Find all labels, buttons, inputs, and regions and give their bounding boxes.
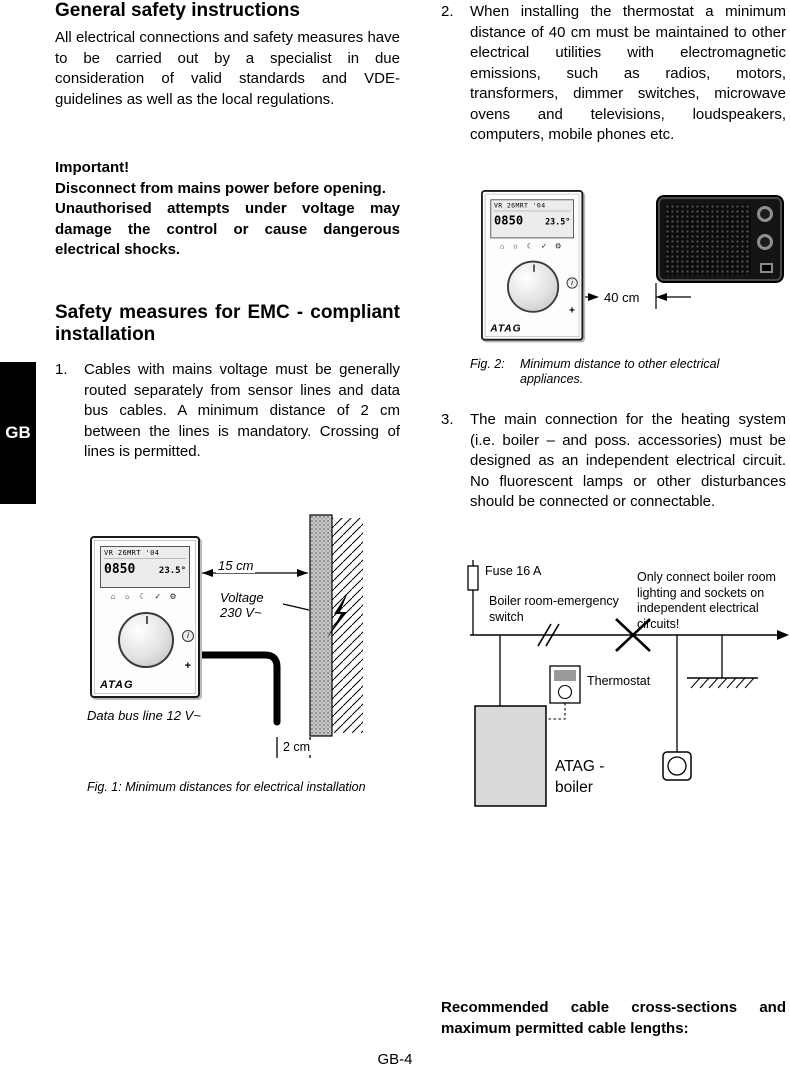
fig1-gap-label: 2 cm [281, 740, 313, 755]
plus-button-icon: + [568, 305, 575, 317]
fig1-databus-label: Data bus line 12 V~ [85, 708, 203, 723]
figure3-drawing [467, 560, 789, 807]
closing-bold-text: Recommended cable cross-sections and max… [441, 999, 786, 1037]
figure3: Fuse 16 A Boiler room-emergency switch O… [441, 556, 790, 816]
atag-logo: ATAG [490, 322, 522, 335]
item2-text: When installing the thermostat a minimum… [470, 3, 786, 143]
atag-logo: ATAG [100, 679, 134, 691]
page-number: GB-4 [377, 1051, 413, 1068]
figure2: VR 26MRT '04 0850 23.5° ⌂ ☼ ☾ ✓ ⚙ i + AT… [441, 185, 786, 403]
thermostat-dial [507, 260, 560, 313]
lcd-temperature: 23.5° [545, 217, 571, 228]
important-line2: Unauthorised attempts under voltage may … [55, 200, 400, 258]
fuse-label: Fuse 16 A [485, 564, 542, 578]
thermostat-lcd: VR 26MRT '04 0850 23.5° [490, 199, 574, 239]
thermostat-device: VR 26MRT '04 0850 23.5° ⌂ ☼ ☾ ✓ ⚙ i + AT… [481, 190, 584, 341]
lcd-date: VR 26MRT '04 [104, 549, 186, 559]
language-tab: GB [0, 362, 36, 504]
fig1-voltage-label: Voltage 230 V~ [218, 590, 266, 620]
thermostat-icon-row: ⌂ ☼ ☾ ✓ ⚙ [500, 242, 565, 251]
speaker-knob-icon [757, 234, 773, 250]
important-block: Important! Disconnect from mains power b… [55, 158, 400, 261]
right-column: 2. When installing the thermostat a mini… [441, 0, 789, 1079]
loudspeaker-appliance [656, 195, 784, 283]
speaker-port [760, 263, 773, 273]
boiler-label: ATAG - boiler [555, 758, 605, 796]
item1-number: 1. [55, 361, 68, 378]
lcd-date: VR 26MRT '04 [494, 202, 571, 212]
left-column: General safety instructions All electric… [55, 0, 400, 1079]
item3-text: The main connection for the heating syst… [470, 411, 786, 510]
item1-text: Cables with mains voltage must be genera… [84, 361, 400, 460]
thermostat-dial [118, 612, 174, 668]
important-title: Important! [55, 159, 130, 176]
heading-general-safety: General safety instructions [55, 0, 300, 21]
info-button-icon: i [566, 277, 578, 289]
speaker-knob-icon [757, 206, 773, 222]
speaker-grille [665, 204, 751, 276]
fig2-caption-label: Fig. 2: [470, 357, 505, 371]
list-item-2: 2. When installing the thermostat a mini… [441, 2, 786, 146]
plus-button-icon: + [184, 660, 191, 672]
fig1-caption: Fig. 1: Minimum distances for electrical… [87, 780, 366, 794]
fig2-distance-label: 40 cm [602, 290, 642, 305]
intro-paragraph: All electrical connections and safety me… [55, 29, 400, 108]
item3-number: 3. [441, 411, 454, 428]
fig2-caption-text: Minimum distance to other electrical app… [520, 357, 720, 386]
lcd-temperature: 23.5° [158, 566, 186, 576]
list-item-3: 3. The main connection for the heating s… [441, 410, 786, 513]
thermostat-device: VR 26MRT '04 0850 23.5° ⌂ ☼ ☾ ✓ ⚙ i + AT… [90, 536, 200, 698]
thermostat-lcd: VR 26MRT '04 0850 23.5° [100, 546, 190, 588]
fig2-caption: Fig. 2: Minimum distance to other electr… [470, 357, 770, 386]
info-button-icon: i [182, 630, 194, 642]
heading-emc: Safety measures for EMC - compliant inst… [55, 302, 400, 345]
lcd-time: 0850 [104, 562, 136, 577]
figure1: VR 26MRT '04 0850 23.5° ⌂ ☼ ☾ ✓ ⚙ i + AT… [55, 508, 400, 803]
emergency-switch-label: Boiler room-emergency switch [489, 594, 619, 624]
lcd-time: 0850 [494, 214, 524, 229]
important-line1: Disconnect from mains power before openi… [55, 179, 386, 197]
thermostat-icon-row: ⌂ ☼ ☾ ✓ ⚙ [110, 592, 180, 601]
fig1-distance-label: 15 cm [216, 558, 256, 573]
circuit-note: Only connect boiler room lighting and so… [637, 570, 776, 631]
thermostat-label: Thermostat [587, 674, 651, 688]
item2-number: 2. [441, 3, 454, 20]
list-item-1: 1. Cables with mains voltage must be gen… [55, 360, 400, 463]
